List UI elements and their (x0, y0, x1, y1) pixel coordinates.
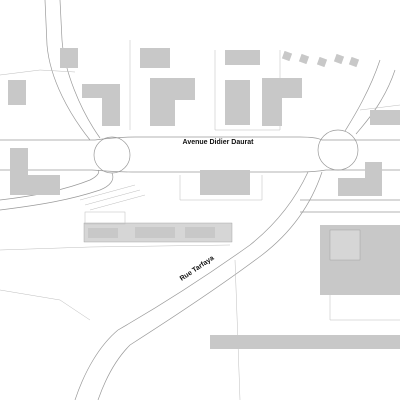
building (333, 53, 345, 65)
building (281, 50, 293, 62)
building (200, 170, 250, 195)
label-avenue-didier-daurat: Avenue Didier Daurat (183, 139, 255, 146)
rue-edge-south (129, 171, 323, 346)
parcel-line-7 (359, 104, 400, 111)
road-north-east-1 (344, 59, 381, 132)
building (262, 78, 302, 126)
street-labels: Avenue Didier Daurat Rue Tarfaya (179, 139, 254, 283)
main-site-canopy (84, 211, 126, 225)
road-west-curve-2 (0, 169, 100, 201)
building (8, 80, 26, 105)
building (10, 148, 60, 195)
building (150, 78, 195, 126)
main-site-detail-2 (135, 227, 175, 238)
parcel-line-3 (179, 175, 263, 201)
road-west-curve-1 (0, 172, 114, 211)
main-site-detail-3 (185, 227, 215, 238)
building (225, 50, 260, 65)
main-site-detail-1 (88, 228, 118, 238)
parcel-line-4 (0, 69, 76, 76)
parcel-line-10 (79, 184, 136, 201)
building (210, 335, 400, 349)
rue-continuation-2 (97, 344, 131, 400)
building (329, 229, 361, 261)
label-rue-tarfaya: Rue Tarfaya (179, 255, 216, 283)
roundabout-west (93, 136, 131, 174)
parcel-line-8 (0, 289, 91, 321)
building (316, 56, 328, 68)
parcel-line-1 (0, 244, 231, 251)
building (225, 80, 250, 125)
road-north-west-2 (44, 0, 91, 141)
roundabout-east (317, 129, 359, 171)
building (370, 110, 400, 125)
building (60, 48, 78, 68)
rue-continuation (74, 329, 119, 400)
building (82, 84, 120, 126)
building (298, 53, 310, 65)
parcel-line-2 (234, 259, 241, 400)
building (140, 48, 170, 68)
parcel-line-12 (89, 194, 146, 211)
building (348, 56, 360, 68)
buildings (8, 48, 400, 349)
avenue-edge-north (0, 136, 400, 141)
building (338, 162, 382, 196)
parcel-line-11 (84, 189, 141, 206)
rue-edge-north (117, 171, 309, 331)
road-north-west-1 (59, 0, 101, 139)
